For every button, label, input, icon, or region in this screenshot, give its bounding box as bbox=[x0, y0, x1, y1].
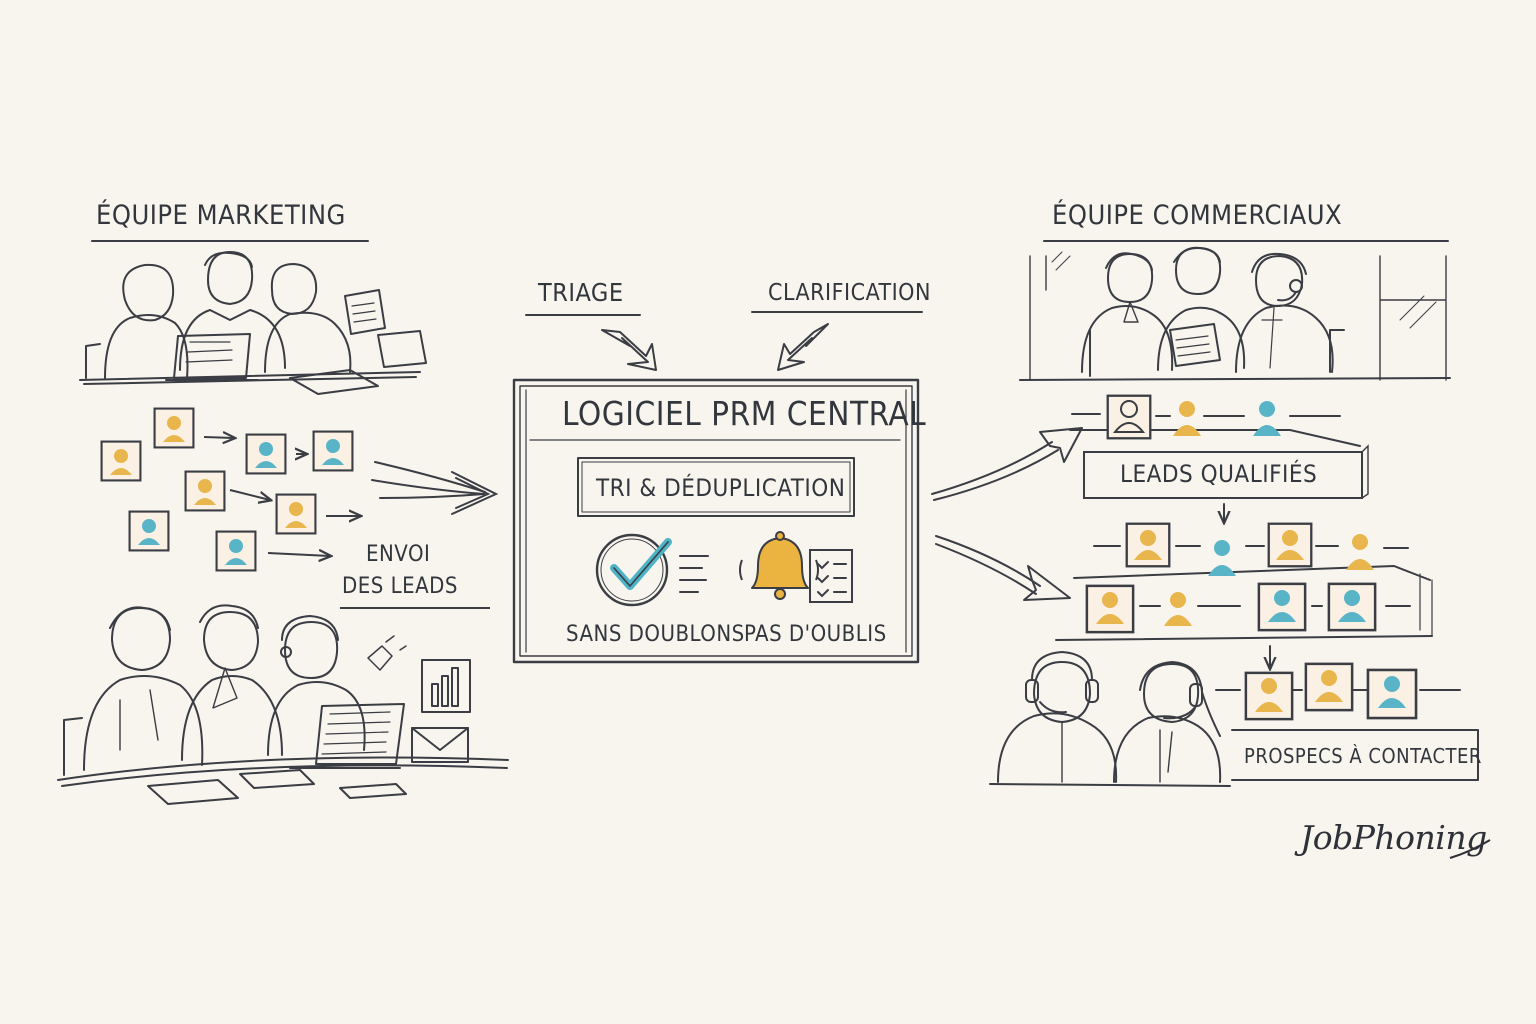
bar-chart-icon bbox=[421, 659, 471, 713]
central-prm-box bbox=[512, 378, 920, 664]
person-card-icon bbox=[1253, 401, 1281, 436]
clarification-label: CLARIFICATION bbox=[768, 280, 931, 306]
marketing-team-title: ÉQUIPE MARKETING bbox=[96, 200, 346, 231]
prospects-label: PROSPECS À CONTACTER bbox=[1244, 744, 1482, 768]
bell-icon bbox=[739, 531, 819, 600]
marketing-team-illustration-bottom bbox=[57, 604, 509, 805]
person-card-icon bbox=[184, 470, 226, 512]
lead-cards-row-2 bbox=[1085, 582, 1377, 634]
person-card-icon bbox=[1327, 582, 1377, 632]
central-box-title: LOGICIEL PRM CENTRAL bbox=[562, 394, 927, 433]
envelope-icon bbox=[411, 727, 469, 763]
person-card-icon bbox=[1257, 582, 1307, 632]
person-card-icon bbox=[1244, 671, 1294, 721]
person-card-icon bbox=[1106, 394, 1152, 440]
sales-team-illustration bbox=[1019, 240, 1451, 381]
lead-cards-left bbox=[100, 407, 354, 572]
triage-label: TRIAGE bbox=[538, 278, 624, 307]
lead-cards-qualified bbox=[1106, 394, 1281, 440]
send-leads-line1: ENVOI bbox=[366, 542, 431, 567]
input-arrows-center bbox=[525, 311, 923, 371]
small-arrows-left bbox=[203, 437, 360, 556]
send-leads-line2: DES LEADS bbox=[342, 574, 458, 599]
no-duplicates-label: SANS DOUBLONS bbox=[566, 622, 745, 647]
sorting-box-label: TRI & DÉDUPLICATION bbox=[596, 474, 846, 502]
person-card-icon bbox=[128, 510, 170, 552]
lead-grid-right bbox=[1055, 545, 1433, 668]
person-card-icon bbox=[1267, 522, 1313, 568]
output-arrows bbox=[931, 427, 1083, 601]
person-card-icon bbox=[153, 407, 195, 449]
person-card-icon bbox=[245, 433, 287, 475]
no-omissions-label: PAS D'OUBLIS bbox=[744, 622, 887, 647]
person-card-icon bbox=[1346, 534, 1374, 570]
person-card-icon bbox=[1208, 540, 1236, 576]
sales-team-title: ÉQUIPE COMMERCIAUX bbox=[1052, 200, 1343, 231]
person-card-icon bbox=[1173, 401, 1201, 436]
person-card-icon bbox=[1164, 592, 1192, 626]
lead-cards-row-1 bbox=[1125, 522, 1374, 576]
brand-swash bbox=[1449, 839, 1491, 859]
marketing-team-illustration-top bbox=[79, 240, 427, 395]
person-card-icon bbox=[1085, 584, 1135, 634]
prospects-row bbox=[989, 651, 1479, 787]
person-card-icon bbox=[1366, 668, 1418, 720]
qualified-leads-label: LEADS QUALIFIÉS bbox=[1120, 460, 1318, 488]
person-card-icon bbox=[215, 530, 257, 572]
checklist-icon bbox=[809, 549, 853, 603]
person-card-icon bbox=[1304, 662, 1354, 712]
brand-logo: JobPhoning bbox=[1300, 818, 1487, 857]
person-card-icon bbox=[312, 430, 354, 472]
arrow-icon bbox=[371, 461, 499, 515]
checkmark-icon bbox=[595, 533, 709, 607]
person-card-icon bbox=[100, 440, 142, 482]
person-card-icon bbox=[275, 493, 317, 535]
lead-cards-prospects bbox=[1244, 662, 1418, 721]
person-card-icon bbox=[1125, 522, 1171, 568]
